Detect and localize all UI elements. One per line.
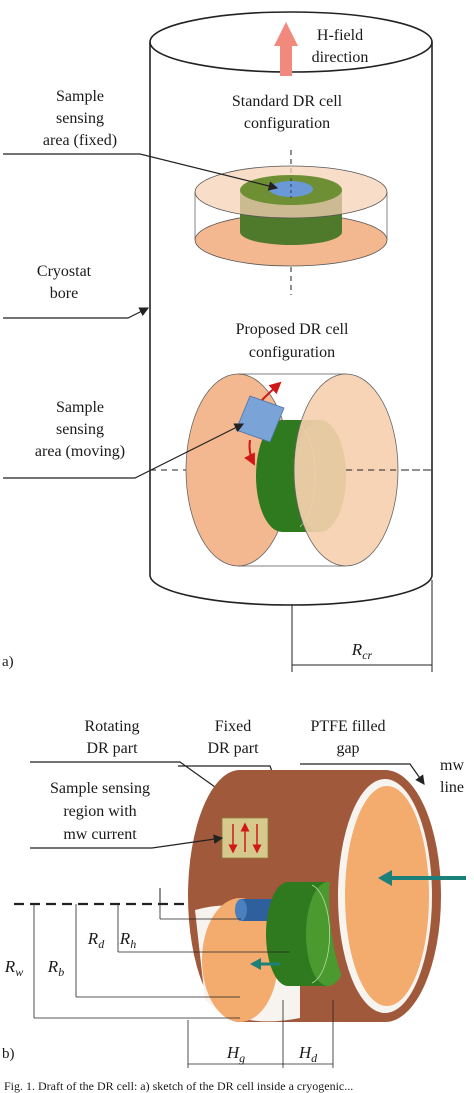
region-label-line1: Sample sensing bbox=[50, 780, 150, 797]
proposed-dr-cell bbox=[150, 373, 432, 567]
height-dimensions bbox=[187, 1000, 334, 1068]
fixed-area-label-line3: area (fixed) bbox=[43, 132, 117, 149]
ptfe-pointer bbox=[300, 763, 425, 785]
figure-caption: Fig. 1. Draft of the DR cell: a) sketch … bbox=[4, 1079, 353, 1093]
h-field-label-line2: direction bbox=[312, 49, 369, 66]
rotating-label-line2: DR part bbox=[86, 740, 138, 757]
moving-area-label-line2: sensing bbox=[56, 421, 104, 438]
ptfe-label-line2: gap bbox=[336, 740, 359, 757]
mw-line-label-line2: line bbox=[440, 779, 464, 796]
cryostat-label-line2: bore bbox=[50, 285, 78, 302]
radius-dimensions bbox=[14, 888, 290, 1019]
mw-line-label-line1: mw bbox=[440, 757, 464, 774]
rcr-label: Rcr bbox=[351, 640, 373, 662]
hg-label: Hg bbox=[226, 1043, 245, 1065]
panel-b: Rotating DR part Fixed DR part PTFE fill… bbox=[2, 718, 466, 1068]
panel-a-tag: a) bbox=[2, 654, 14, 670]
rh-label: Rh bbox=[119, 929, 136, 951]
ptfe-label-line1: PTFE filled bbox=[310, 718, 385, 735]
rotating-label-line1: Rotating bbox=[84, 718, 139, 735]
region-pointer bbox=[30, 834, 224, 849]
cryostat-pointer bbox=[3, 307, 150, 319]
region-label-line2: region with bbox=[63, 803, 136, 820]
h-field-arrow bbox=[274, 22, 298, 76]
fixed-area-label-line2: sensing bbox=[56, 110, 104, 127]
mw-current-arrows bbox=[250, 870, 466, 970]
fixed-part-label-line1: Fixed bbox=[215, 718, 251, 735]
rd-label: Rd bbox=[87, 929, 105, 951]
moving-area-label-line3: area (moving) bbox=[35, 443, 125, 460]
rw-label: Rw bbox=[4, 957, 23, 979]
h-field-label-line1: H-field bbox=[317, 27, 363, 44]
standard-config-label-line2: configuration bbox=[244, 115, 330, 132]
hd-label: Hd bbox=[298, 1043, 318, 1065]
fixed-area-pointer bbox=[3, 153, 279, 191]
rcr-dimension bbox=[291, 580, 433, 672]
fixed-dr-part bbox=[266, 882, 350, 986]
standard-config-label-line1: Standard DR cell bbox=[232, 93, 343, 110]
mw-line-endcap bbox=[329, 770, 441, 1022]
rotating-pointer bbox=[30, 761, 223, 793]
moving-area-pointer bbox=[3, 423, 245, 479]
panel-b-tag: b) bbox=[2, 1046, 15, 1062]
region-label-line3: mw current bbox=[63, 826, 137, 843]
moving-area-label-line1: Sample bbox=[56, 399, 104, 416]
rb-label: Rb bbox=[47, 957, 64, 979]
standard-dr-cell bbox=[194, 150, 388, 295]
fixed-area-label-line1: Sample bbox=[56, 88, 104, 105]
panel-a: H-field direction Standard DR cell confi… bbox=[2, 11, 433, 672]
cryostat-label-line1: Cryostat bbox=[37, 263, 92, 280]
fixed-part-label-line2: DR part bbox=[207, 740, 259, 757]
proposed-config-label-line2: configuration bbox=[249, 344, 335, 361]
proposed-config-label-line1: Proposed DR cell bbox=[236, 321, 349, 338]
